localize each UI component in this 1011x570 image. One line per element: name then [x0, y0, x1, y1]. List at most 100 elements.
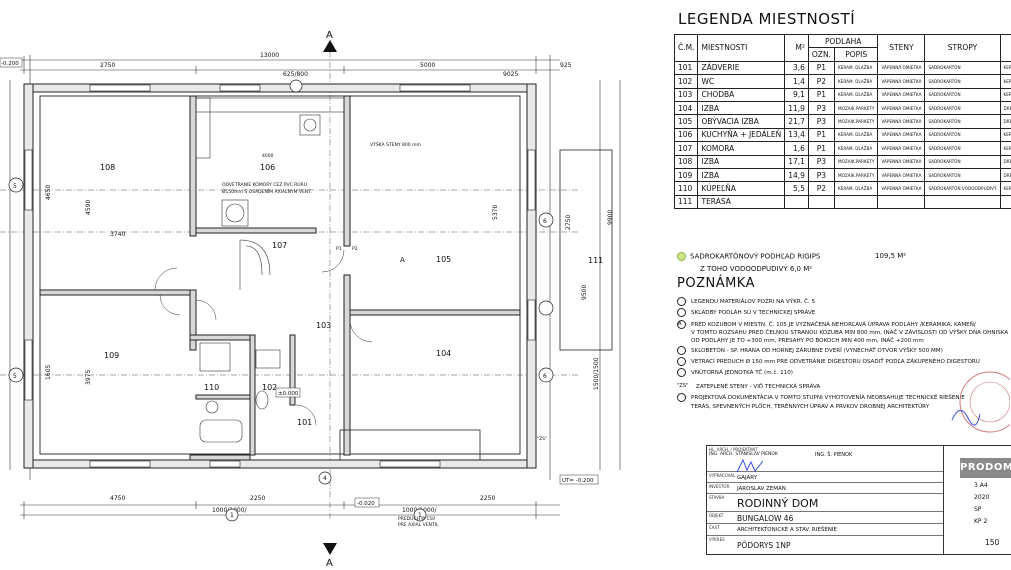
- legend-cell-extra: [999, 194, 1011, 210]
- legend-cell-popis: MOZAIK.PARKETY: [833, 100, 879, 116]
- title-block: HL. ARCH. / PROJEKTANT ING. ARCH. STANIS…: [706, 445, 1011, 555]
- legend-cell-num: 110: [673, 181, 699, 196]
- note-marker-label: A: [678, 321, 682, 327]
- legend-cell-room: KUCHYŇA + JEDÁLEŇ: [697, 127, 786, 143]
- legend-table: Č.M. MIESTNOSTI M² PODLAHA STENY STROPY …: [673, 33, 1011, 210]
- note-item: LEGENDU MATERIÁLOV POZRI NA VÝKR. Č. 5: [677, 297, 815, 306]
- legend-cell-steny: VÁPENNÁ OMIETKA: [877, 60, 926, 76]
- note-marker-icon: [677, 346, 686, 355]
- legend-cell-area: [784, 194, 809, 210]
- room-107: 107: [272, 241, 287, 250]
- legend-cell-stropy: SADROKARTÓN VODOODPUDIVÝ: [924, 181, 1001, 196]
- legend-header-num: Č.M.: [673, 34, 699, 62]
- room-106: 106: [260, 163, 275, 172]
- level-ut: UT= -0.200: [562, 478, 594, 484]
- legend-cell-area: 1,6: [784, 141, 809, 156]
- legend-cell-steny: VÁPENNÁ OMIETKA: [877, 87, 926, 102]
- legend-cell-stropy: SADROKARTÓN: [924, 60, 1001, 76]
- legend-header-extra: [999, 34, 1011, 62]
- note-text: PROJEKTOVÁ DOKUMENTÁCIA V TOMTO STUPNI V…: [691, 395, 965, 401]
- dim-left-1: 4650: [45, 185, 52, 200]
- legend-cell-room: IZBA: [697, 167, 786, 183]
- legend-cell-popis: KERAM. DLAŽBA: [833, 141, 879, 156]
- notes-title: POZNÁMKA: [677, 276, 756, 291]
- tb-value-object: BUNGALOW 46: [737, 514, 794, 523]
- plan-section-a: A: [400, 256, 405, 264]
- legend-cell-steny: VÁPENNÁ OMIETKA: [877, 181, 926, 196]
- prodomo-logo: PRODOMO: [960, 458, 1011, 478]
- dim-left-2: 4590: [85, 200, 92, 215]
- note-text: LEGENDU MATERIÁLOV POZRI NA VÝKR. Č. 5: [691, 299, 816, 305]
- axis-left-bottom: 5: [13, 373, 17, 380]
- legend-cell-area: 21,7: [784, 114, 809, 129]
- tb-row-investor: INVESTOR JAROSLAV ZEMAN: [707, 482, 943, 494]
- legend-cell-area: 9,1: [784, 87, 809, 102]
- dim-left-3: 3740: [110, 231, 125, 238]
- legend-cell-ozn: [807, 194, 835, 210]
- tb-value-architect: ING. ARCH. STANISLAV PIENOK: [709, 452, 778, 457]
- summary-line-2: Z TOHO VODOODPUDIVÝ 6,0 M²: [700, 265, 813, 273]
- note-item: OD PODLAHY JE TO +300 mm, PRESAHY PO BOK…: [677, 336, 924, 345]
- legend-cell-popis: KERAM. DLAŽBA: [833, 127, 879, 143]
- legend-cell-room: ZÁDVERIE: [697, 60, 786, 76]
- legend-cell-popis: [833, 194, 879, 210]
- legend-header-room: MIESTNOSTI: [697, 34, 786, 62]
- note-marker-icon: [677, 357, 686, 366]
- legend-cell-extra: KER. S: [999, 60, 1011, 76]
- legend-cell-stropy: SADROKARTÓN: [924, 74, 1001, 89]
- legend-header-ozn: OZN.: [807, 47, 835, 62]
- legend-cell-steny: VÁPENNÁ OMIETKA: [877, 141, 926, 156]
- plan-note-preduch2: PRE AXIAL VENTIL: [398, 522, 439, 528]
- plan-note-zs: "ZS": [537, 436, 547, 442]
- legend-header-popis: POPIS: [833, 47, 879, 62]
- dim-right-4: 9900: [607, 210, 614, 225]
- section-mark-bottom: A: [326, 558, 333, 569]
- legend-cell-room: CHODBA: [697, 87, 786, 102]
- note-marker-icon: [677, 393, 686, 402]
- axis-right-bottom: 6: [543, 373, 547, 380]
- level-bottom: -0.020: [357, 501, 375, 507]
- legend-cell-steny: VÁPENNÁ OMIETKA: [877, 74, 926, 89]
- tb-row-object: OBJEKT BUNGALOW 46: [707, 511, 943, 524]
- room-108: 108: [100, 163, 115, 172]
- legend-header-floor: PODLAHA: [807, 33, 879, 49]
- tb-row-part: ČASŤ ARCHITEKTONICKÉ A STAV. RIEŠENIE: [707, 523, 943, 536]
- summary-label: SADROKARTÓNOVÝ PODHĽAD RIGIPS: [690, 252, 821, 261]
- legend-cell-ozn: P1: [807, 141, 835, 156]
- note-item: SKLOBETÓN - SP. HRANA OD HORNEJ ZÁRUBNE …: [677, 346, 943, 355]
- green-circle-icon: [677, 252, 686, 261]
- legend-cell-steny: VÁPENNÁ OMIETKA: [877, 127, 926, 143]
- room-103: 103: [316, 321, 331, 330]
- dim-top-5: 925: [560, 62, 572, 69]
- legend-cell-steny: VÁPENNÁ OMIETKA: [877, 167, 926, 183]
- plan-note-kitchen-dim: 4000: [262, 153, 274, 159]
- legend-cell-area: 17,1: [784, 154, 809, 169]
- note-text: VETRACÍ PREDUCH Ø 150 mm PRE ODVETRANIE …: [691, 359, 980, 365]
- tb-right-panel: 3 A4 2020 SP KP 2: [943, 446, 1011, 554]
- signature-icon: [736, 458, 764, 473]
- summary-line-1: SADROKARTÓNOVÝ PODHĽAD RIGIPS 109,5 M²: [677, 252, 906, 261]
- legend-cell-room: KÚPEĽŇA: [697, 181, 786, 196]
- tb-value-investor: JAROSLAV ZEMAN: [737, 486, 786, 492]
- level-top: -0.200: [1, 61, 19, 67]
- plan-note-preduch: PREDUCH Ø 150: [398, 515, 435, 522]
- legend-cell-extra: KER. OD: [999, 74, 1011, 89]
- section-mark-top: A: [326, 30, 333, 41]
- dim-top-3: 5000: [420, 62, 435, 69]
- legend-cell-popis: MOZAIK.PARKETY: [833, 167, 879, 183]
- legend-cell-ozn: P1: [807, 60, 835, 76]
- dim-top-total: 13000: [260, 52, 279, 59]
- legend-cell-area: 5,5: [784, 181, 809, 196]
- legend-cell-area: 13,4: [784, 127, 809, 143]
- note-text: SKLOBETÓN - SP. HRANA OD HORNEJ ZÁRUBNE …: [691, 348, 943, 354]
- legend-cell-extra: DREV: [999, 100, 1011, 116]
- dim-top-4: 9025: [503, 71, 518, 78]
